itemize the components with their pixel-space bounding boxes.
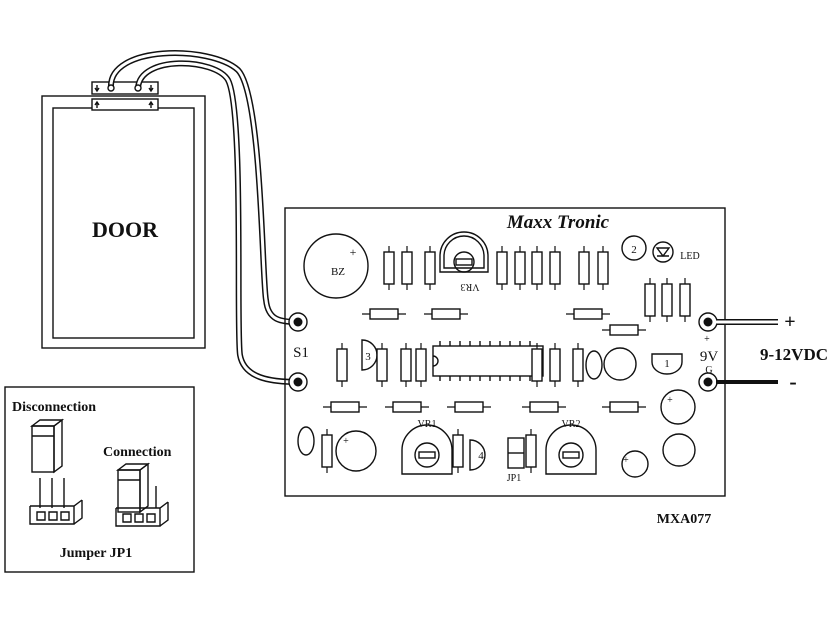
transistor-4 xyxy=(469,439,486,471)
resistor xyxy=(549,343,561,387)
transistor-2 xyxy=(621,235,647,261)
buzzer-plus: + xyxy=(350,245,357,259)
jumper-disconnected-illustration xyxy=(29,418,83,525)
model-number: MXA077 xyxy=(657,512,711,527)
vr2-trimmer: VR2 xyxy=(545,419,597,475)
power-plus-label: + xyxy=(784,311,795,333)
led xyxy=(652,241,674,263)
resistor xyxy=(424,246,436,290)
resistor xyxy=(525,429,537,473)
resistor xyxy=(376,343,388,387)
buzzer xyxy=(303,233,369,299)
transistor-1 xyxy=(651,353,683,375)
resistor-group xyxy=(321,246,691,473)
vr1-label: VR1 xyxy=(418,419,437,430)
brand-logo: Maxx Tronic xyxy=(506,212,610,233)
resistor xyxy=(602,324,646,336)
transistor-2-label: 2 xyxy=(631,244,637,256)
vr1-trimmer: VR1 xyxy=(401,419,453,475)
vr3-label: VR3 xyxy=(461,281,480,292)
power-9v-label: 9V xyxy=(700,349,719,365)
resistor xyxy=(549,246,561,290)
svg-text:+: + xyxy=(623,455,629,466)
door: DOOR xyxy=(41,95,206,349)
resistor xyxy=(424,308,468,320)
resistor xyxy=(566,308,610,320)
resistor xyxy=(321,429,333,473)
resistor xyxy=(362,308,406,320)
jumper-disconnection-label: Disconnection xyxy=(12,400,96,415)
svg-text:+: + xyxy=(343,436,349,447)
vr2-label: VR2 xyxy=(562,419,581,430)
resistor xyxy=(447,401,491,413)
switch-wires xyxy=(107,50,299,385)
resistor xyxy=(531,343,543,387)
resistor xyxy=(383,246,395,290)
ic-chip xyxy=(432,341,544,381)
svg-text:+: + xyxy=(667,395,673,406)
resistor xyxy=(531,246,543,290)
transistor-3-label: 3 xyxy=(365,351,371,363)
resistor xyxy=(323,401,367,413)
resistor xyxy=(385,401,429,413)
capacitor xyxy=(662,433,696,467)
resistor xyxy=(522,401,566,413)
power-voltage-label: 9-12VDC xyxy=(760,345,828,364)
capacitor xyxy=(603,347,637,381)
door-label: DOOR xyxy=(92,217,159,242)
vr3-trimmer: VR3 xyxy=(439,231,489,292)
pcb-board: Maxx Tronic S1 BZ + VR3 2 LED xyxy=(284,207,726,527)
resistor xyxy=(514,246,526,290)
resistor xyxy=(401,246,413,290)
jp1-label: JP1 xyxy=(507,473,521,484)
capacitor xyxy=(335,430,377,472)
jumper-caption: Jumper JP1 xyxy=(60,546,132,561)
buzzer-label: BZ xyxy=(331,266,345,278)
resistor xyxy=(644,278,656,322)
resistor xyxy=(661,278,673,322)
capacitor xyxy=(621,450,649,478)
jumper-connection-label: Connection xyxy=(103,445,172,460)
svg-text:+: + xyxy=(704,334,710,345)
resistor xyxy=(679,278,691,322)
resistor xyxy=(496,246,508,290)
power-minus-label: - xyxy=(789,369,796,394)
resistor xyxy=(336,343,348,387)
resistor xyxy=(415,343,427,387)
jumper-connected-illustration xyxy=(115,462,169,527)
jumper-inset: Disconnection Connection Jumper JP1 xyxy=(4,386,195,573)
resistor xyxy=(578,246,590,290)
resistor xyxy=(572,343,584,387)
resistor xyxy=(597,246,609,290)
resistor xyxy=(452,429,464,473)
power-wires: + - 9-12VDC xyxy=(716,311,828,394)
led-label: LED xyxy=(680,251,699,262)
capacitor xyxy=(660,389,696,425)
transistor-4-label: 4 xyxy=(478,450,484,462)
s1-label: S1 xyxy=(293,345,309,361)
power-g-label: G xyxy=(705,365,712,376)
resistor xyxy=(400,343,412,387)
transistor-1-label: 1 xyxy=(664,358,670,370)
resistor xyxy=(602,401,646,413)
